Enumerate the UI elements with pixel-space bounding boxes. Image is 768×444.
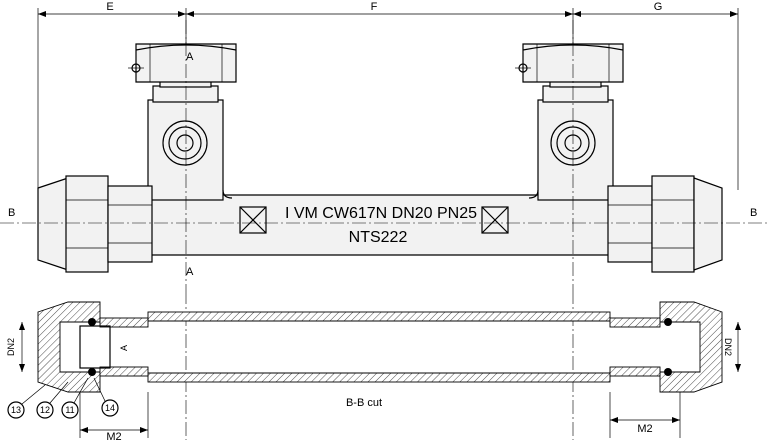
right-end-cap bbox=[693, 177, 723, 271]
dimension-g-label: G bbox=[654, 1, 663, 13]
m2-left-label: M2 bbox=[106, 431, 121, 443]
part-balloon-13: 13 bbox=[7, 384, 46, 419]
section-b-right: B bbox=[750, 207, 757, 219]
svg-text:13: 13 bbox=[11, 405, 21, 415]
right-cross-marker bbox=[481, 206, 509, 234]
right-union-nut bbox=[522, 43, 624, 83]
left-end-cap bbox=[37, 177, 69, 271]
m2-right-label: M2 bbox=[637, 423, 652, 435]
dimension-f-label: F bbox=[371, 1, 378, 13]
body-marking-line2: NTS222 bbox=[349, 229, 408, 246]
manifold-front-view: I VM CW617N DN20 PN25 NTS222 bbox=[37, 43, 723, 273]
section-view-bb: DN2 DN2 A M2 M2 13 12 bbox=[6, 301, 741, 443]
dn-right-label: DN2 bbox=[723, 338, 733, 356]
left-hex-fitting bbox=[65, 175, 109, 273]
left-port bbox=[162, 120, 208, 166]
left-fitting-section bbox=[37, 301, 101, 393]
pipe-wall-top bbox=[147, 311, 611, 322]
part-balloon-14: 14 bbox=[93, 377, 119, 417]
cut-caption: B-B cut bbox=[346, 397, 382, 409]
left-valve-body bbox=[147, 99, 224, 201]
left-cross-marker bbox=[239, 206, 267, 234]
part-balloon-11: 11 bbox=[61, 377, 89, 419]
right-fitting-section bbox=[659, 301, 723, 393]
svg-text:14: 14 bbox=[105, 403, 115, 413]
part-balloon-12: 12 bbox=[36, 381, 69, 419]
left-union-nut bbox=[135, 43, 237, 83]
section-a-bottom: A bbox=[186, 266, 194, 278]
right-valve-neck bbox=[542, 85, 609, 103]
section-b-left: B bbox=[8, 207, 15, 219]
section-a-top: A bbox=[186, 51, 194, 63]
section-a-cut: A bbox=[119, 345, 129, 351]
dimension-e-label: E bbox=[106, 1, 113, 13]
left-valve-neck bbox=[152, 85, 219, 103]
manifold-pipe bbox=[149, 194, 611, 256]
right-hex-fitting bbox=[651, 175, 695, 273]
dimension-lines: E F G bbox=[37, 1, 739, 190]
svg-text:11: 11 bbox=[65, 405, 74, 415]
dn-left-label: DN2 bbox=[6, 338, 16, 356]
body-marking-line1: I VM CW617N DN20 PN25 bbox=[285, 205, 477, 222]
centre-lines bbox=[0, 20, 768, 440]
svg-text:12: 12 bbox=[40, 405, 50, 415]
pipe-wall-bottom bbox=[147, 372, 611, 383]
